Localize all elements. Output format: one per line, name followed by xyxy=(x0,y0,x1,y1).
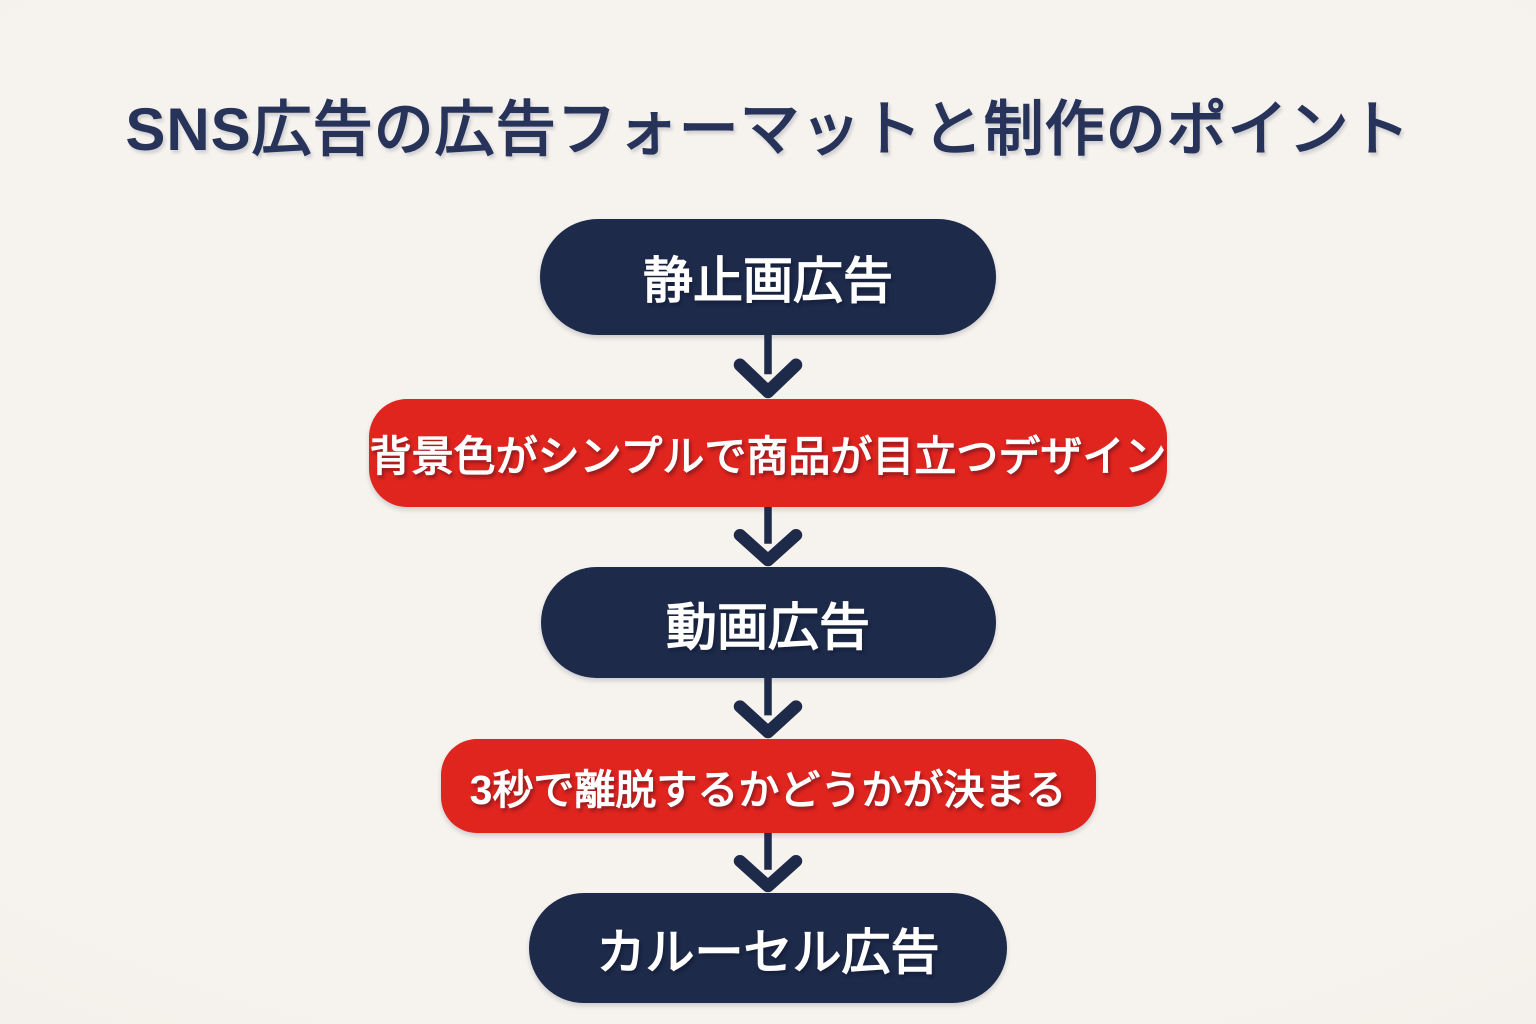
flow-node-video-point: 3秒で離脱するかどうかが決まる xyxy=(440,739,1096,833)
page-title: SNS広告の広告フォーマットと制作のポイント xyxy=(125,96,1411,163)
flow-node-video-ad: 動画広告 xyxy=(540,567,996,678)
arrow-down-icon xyxy=(723,678,813,739)
flowchart: 静止画広告 背景色がシンプルで商品が目立つデザイン 動画広告 xyxy=(0,219,1536,1003)
flow-node-label: カルーセル広告 xyxy=(596,925,940,980)
flow-node-label: 動画広告 xyxy=(665,598,870,656)
arrow-down-icon xyxy=(723,335,813,399)
flow-node-static-image-ad: 静止画広告 xyxy=(540,219,996,335)
arrow-down-icon xyxy=(723,507,813,567)
arrow-down-icon xyxy=(723,833,813,893)
flow-node-label: 背景色がシンプルで商品が目立つデザイン xyxy=(369,432,1167,480)
flow-node-label: 3秒で離脱するかどうかが決まる xyxy=(469,767,1067,813)
flow-node-label: 静止画広告 xyxy=(643,253,893,309)
flow-node-carousel-ad: カルーセル広告 xyxy=(529,893,1007,1003)
flow-node-static-image-point: 背景色がシンプルで商品が目立つデザイン xyxy=(369,399,1167,507)
